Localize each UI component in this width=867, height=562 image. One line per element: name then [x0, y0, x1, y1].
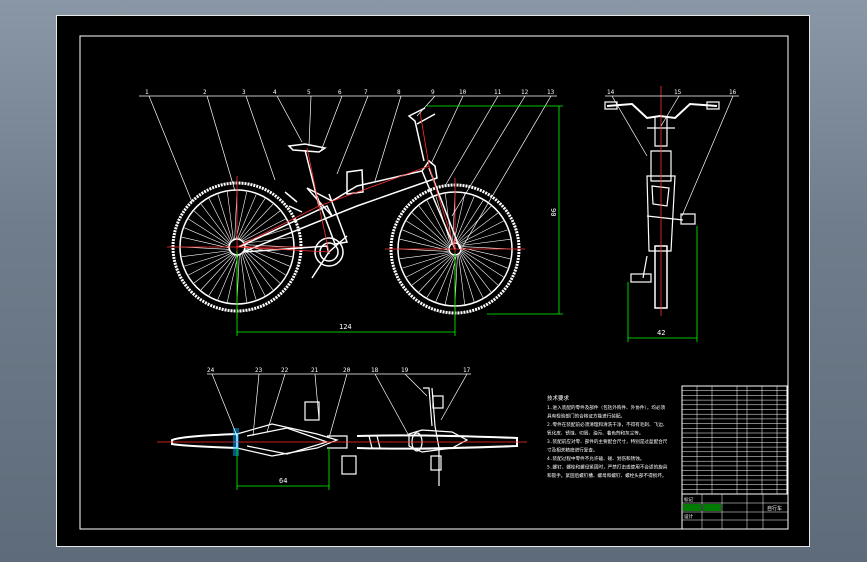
top-callout-19: 19	[401, 367, 409, 374]
top-view-highlight	[233, 428, 239, 456]
front-callouts: 14 15 16	[607, 89, 737, 96]
title-block-name: 自行车	[767, 505, 782, 512]
top-callout-21: 21	[311, 367, 319, 374]
side-callout-leaders	[139, 95, 557, 247]
top-callouts: 24 23 22 21 20 18 19 17	[207, 367, 471, 374]
title-block-row1: 标记	[684, 496, 693, 503]
side-callout-2: 2	[203, 89, 207, 96]
side-callout-8: 8	[397, 89, 401, 96]
frame-centerlines	[236, 111, 456, 253]
side-callout-5: 5	[307, 89, 311, 96]
side-callout-6: 6	[338, 89, 342, 96]
top-callout-leaders	[207, 373, 471, 439]
notes-line: 3.装配前应对零、部件的主要配合尺寸，特别是过盈配合尺	[547, 438, 668, 445]
side-callout-10: 10	[459, 89, 467, 96]
top-callout-18: 18	[371, 367, 379, 374]
side-callout-9: 9	[431, 89, 435, 96]
dim-length-label: 64	[279, 477, 287, 485]
notes-line: 具有检验部门的合格证方能进行装配。	[547, 413, 625, 420]
side-callout-12: 12	[521, 89, 529, 96]
top-callout-24: 24	[207, 367, 215, 374]
notes-line: 5.螺钉、螺栓和螺母紧固时，严禁打击或使用不合适的旋具	[547, 464, 668, 471]
top-callout-20: 20	[343, 367, 351, 374]
dim-height	[427, 105, 563, 315]
top-callout-17: 17	[463, 367, 471, 374]
notes-line: 氧化皮、锈蚀、切屑、油污、着色剂和灰尘等。	[547, 430, 643, 437]
dim-wheelbase	[236, 251, 456, 336]
drawing-frame	[79, 35, 789, 530]
dim-width	[627, 226, 698, 342]
top-view: 24 23 22 21 20 18 19 17 64	[157, 367, 527, 490]
front-callout-16: 16	[729, 89, 737, 96]
side-callout-7: 7	[364, 89, 368, 96]
notes-line: 1.进入装配的零件及部件（包括外购件、外协件），均必须	[547, 404, 665, 411]
top-callout-22: 22	[281, 367, 289, 374]
dim-length	[236, 448, 330, 490]
top-callout-23: 23	[255, 367, 263, 374]
notes-line: 2.零件在装配前必须清理和清洗干净，不得有毛刺、飞边、	[547, 421, 667, 428]
side-callout-4: 4	[273, 89, 277, 96]
side-callout-1: 1	[145, 89, 149, 96]
title-block: 标记 设计 自行车	[681, 493, 789, 530]
dim-width-label: 42	[657, 329, 665, 337]
front-view: 14 15 16 42	[604, 86, 739, 342]
front-callout-leaders	[605, 95, 739, 217]
side-callout-13: 13	[547, 89, 555, 96]
notes-line: 4.装配过程中零件不允许磕、碰、划伤和锈蚀。	[547, 455, 644, 462]
front-callout-15: 15	[674, 89, 682, 96]
dim-height-label: 90	[549, 208, 557, 216]
notes-line: 寸及相关精度进行复查。	[547, 447, 598, 454]
side-callout-3: 3	[242, 89, 246, 96]
side-callout-11: 11	[494, 89, 502, 96]
parts-list-table	[681, 385, 788, 495]
notes-title: 技术要求	[547, 394, 570, 402]
notes-line: 和扳手。紧固后螺钉槽、螺母和螺钉、螺栓头部不得损坏。	[547, 472, 666, 479]
front-callout-14: 14	[607, 89, 615, 96]
technical-notes: 技术要求 1.进入装配的零件及部件（包括外购件、外协件），均必须具有检验部门的合…	[547, 394, 668, 479]
title-block-row2: 设计	[684, 513, 693, 520]
dim-wheelbase-label: 124	[339, 323, 352, 331]
